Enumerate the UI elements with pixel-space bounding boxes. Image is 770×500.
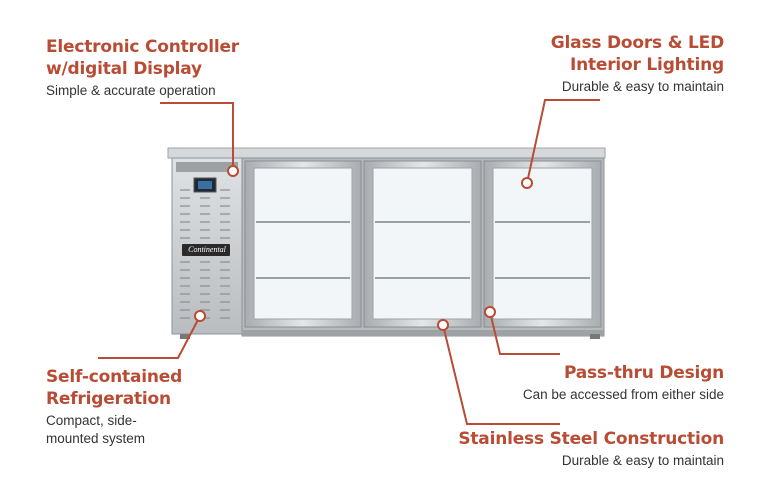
marker-steel <box>437 319 449 331</box>
callout-title: Stainless Steel Construction <box>458 429 724 449</box>
callout-description: Durable & easy to maintain <box>561 453 724 468</box>
callout-description: Simple & accurate operation <box>46 83 216 98</box>
callout-controller: Electronic Controller w/digital Display … <box>46 36 266 100</box>
callout-description: Compact, side- <box>46 413 137 428</box>
brand-logo-text: Continental <box>188 245 226 254</box>
leader-passthru <box>489 311 560 355</box>
callout-title: Pass-thru Design <box>563 363 724 383</box>
callout-title: Interior Lighting <box>569 55 724 75</box>
glass-door-right <box>483 160 602 328</box>
callout-stainless-steel: Stainless Steel Construction Durable & e… <box>424 428 724 470</box>
marker-refrigeration <box>194 310 206 322</box>
brand-badge <box>182 244 230 256</box>
callout-title: Self-contained <box>46 367 183 387</box>
callout-title: Electronic Controller <box>46 37 239 57</box>
marker-glass <box>521 177 533 189</box>
glass-door-left <box>244 160 362 328</box>
leader-steel <box>442 324 560 425</box>
glass-door-middle <box>363 160 482 328</box>
leader-controller <box>160 102 234 171</box>
callout-description: Can be accessed from either side <box>522 387 724 402</box>
callout-glass-doors: Glass Doors & LED Interior Lighting Dura… <box>484 32 724 96</box>
callout-title: Glass Doors & LED <box>550 33 724 53</box>
callout-pass-thru: Pass-thru Design Can be accessed from ei… <box>444 362 724 404</box>
callout-description: mounted system <box>46 431 146 446</box>
callout-title: Refrigeration <box>46 389 171 409</box>
leader-refrigeration <box>98 315 201 359</box>
callout-title: w/digital Display <box>46 59 202 79</box>
marker-passthru <box>484 306 496 318</box>
callout-description: Durable & easy to maintain <box>561 79 724 94</box>
callout-refrigeration: Self-contained Refrigeration Compact, si… <box>46 366 246 448</box>
marker-controller <box>227 165 239 177</box>
leader-glass <box>526 99 600 184</box>
